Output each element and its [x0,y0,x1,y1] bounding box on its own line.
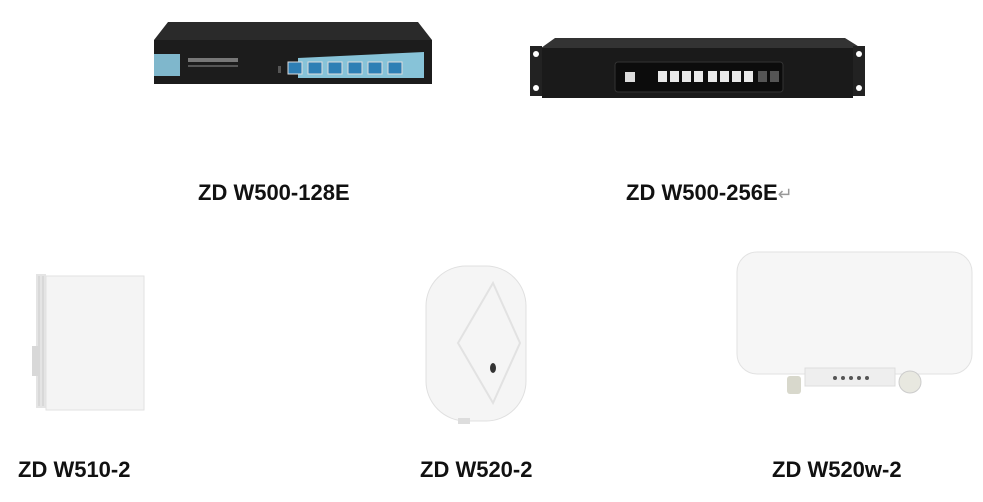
product-image-w500-128e [154,22,432,84]
product-label: ZD W520w-2 [772,457,902,482]
product-label: ZD W500-256E↵ [626,180,793,205]
return-mark: ↵ [777,184,793,204]
product-label: ZD W500-128E [198,180,350,205]
product-label: ZD W520-2 [420,457,533,482]
product-image-w520w-2 [736,251,973,394]
product-image-w520-2 [425,265,527,424]
product-image-w510-2 [32,274,145,411]
product-image-w500-256e [530,38,865,98]
product-label: ZD W510-2 [18,457,131,482]
